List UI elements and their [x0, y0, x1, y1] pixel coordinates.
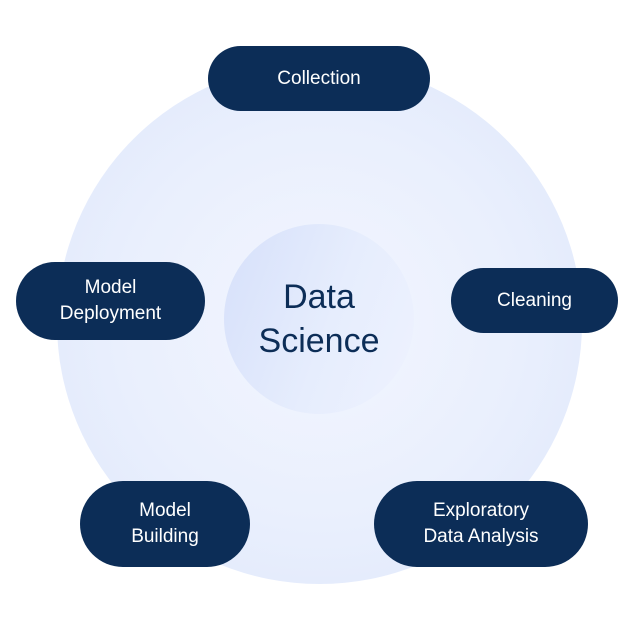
stage-label: Collection: [277, 67, 361, 89]
center-title-line1: Data: [283, 278, 355, 316]
stage-label: Data Analysis: [423, 526, 539, 547]
stage-label: Building: [131, 526, 199, 547]
stage-model-building: Model Building: [80, 481, 250, 567]
stage-model-deployment: Model Deployment: [16, 262, 205, 340]
stage-label: Model: [84, 277, 137, 298]
center-circle: Data Science: [224, 224, 414, 414]
stage-label: Exploratory: [432, 500, 530, 521]
stage-exploratory-data-analysis: Exploratory Data Analysis: [374, 481, 588, 567]
stage-collection: Collection: [208, 46, 430, 111]
stage-label: Deployment: [59, 303, 162, 324]
stage-label: Cleaning: [497, 289, 572, 311]
stage-label: Model: [139, 500, 191, 521]
stage-cleaning: Cleaning: [451, 268, 618, 333]
center-title-line2: Science: [258, 322, 380, 360]
